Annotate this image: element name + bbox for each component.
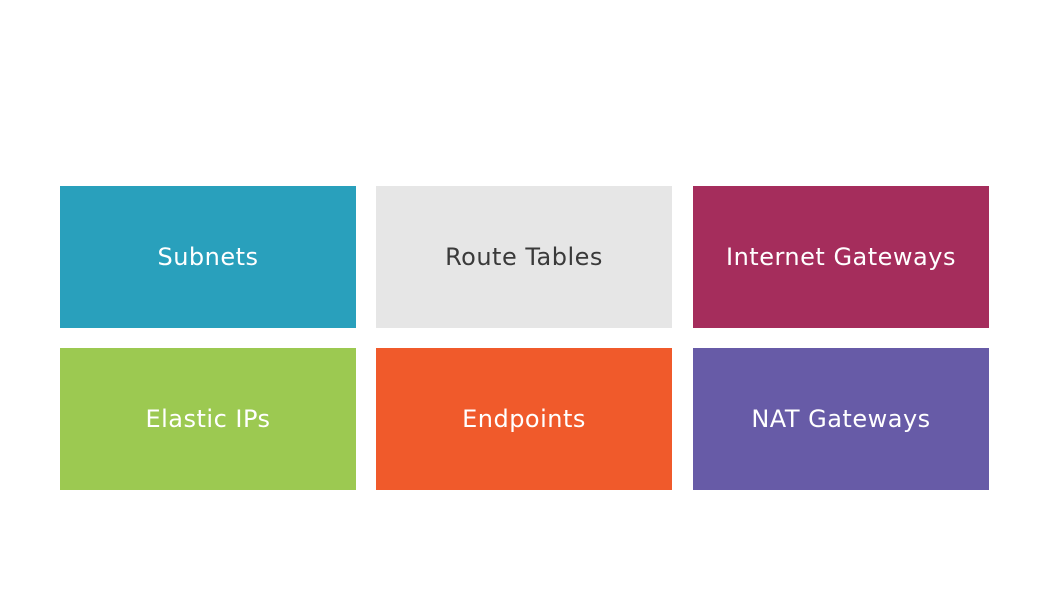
elastic-ips-tile[interactable]: Elastic IPs [60, 348, 356, 490]
endpoints-tile[interactable]: Endpoints [376, 348, 672, 490]
nat-gateways-label: NAT Gateways [751, 405, 931, 433]
route-tables-label: Route Tables [445, 243, 603, 271]
internet-gateways-tile[interactable]: Internet Gateways [693, 186, 989, 328]
route-tables-tile[interactable]: Route Tables [376, 186, 672, 328]
subnets-label: Subnets [157, 243, 259, 271]
subnets-tile[interactable]: Subnets [60, 186, 356, 328]
elastic-ips-label: Elastic IPs [145, 405, 271, 433]
nat-gateways-tile[interactable]: NAT Gateways [693, 348, 989, 490]
endpoints-label: Endpoints [462, 405, 586, 433]
internet-gateways-label: Internet Gateways [726, 243, 956, 271]
